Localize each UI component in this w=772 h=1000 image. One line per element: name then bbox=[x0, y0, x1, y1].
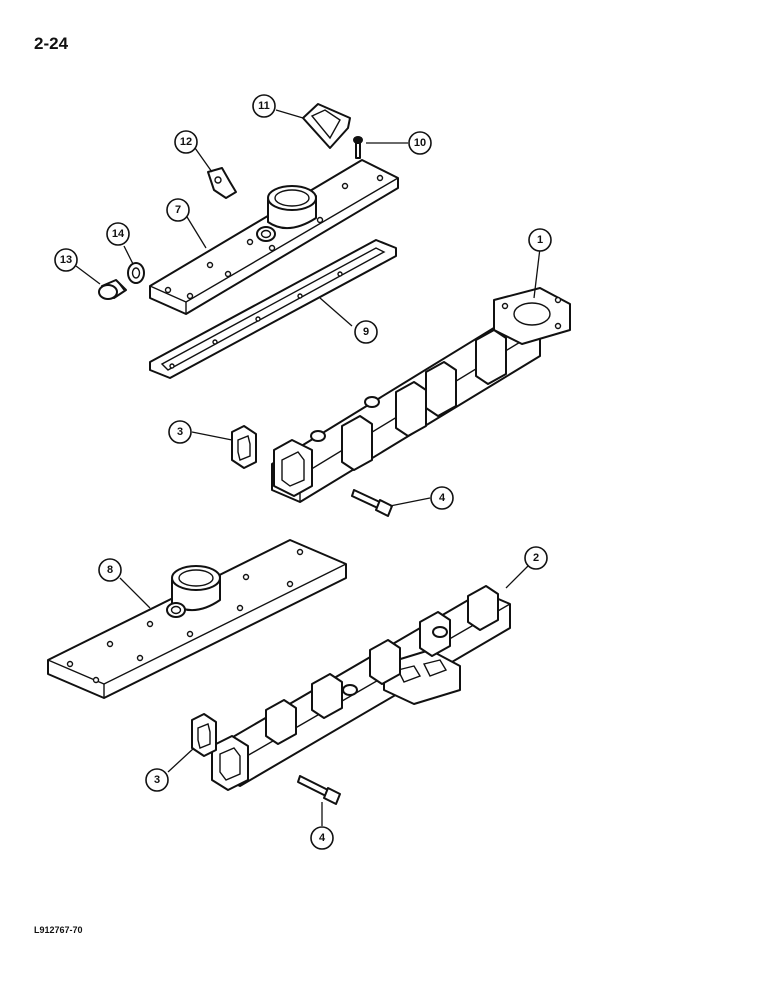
svg-text:2: 2 bbox=[533, 552, 539, 564]
part-12-clip bbox=[207, 167, 237, 199]
svg-text:13: 13 bbox=[60, 254, 72, 266]
part-2-exhaust-manifold bbox=[211, 585, 511, 791]
svg-text:7: 7 bbox=[175, 204, 181, 216]
callout-11: 11 bbox=[252, 94, 276, 118]
svg-text:3: 3 bbox=[177, 426, 183, 438]
callout-8: 8 bbox=[98, 558, 122, 582]
part-11-bracket bbox=[302, 103, 351, 149]
part-10-screw bbox=[353, 136, 363, 159]
svg-text:12: 12 bbox=[180, 136, 192, 148]
svg-text:10: 10 bbox=[414, 137, 426, 149]
svg-text:1: 1 bbox=[537, 234, 543, 246]
callout-4-lower: 4 bbox=[310, 826, 334, 850]
callout-3-lower: 3 bbox=[145, 768, 169, 792]
part-9-gasket bbox=[149, 239, 397, 379]
part-1-exhaust-manifold bbox=[271, 287, 571, 503]
callout-3-upper: 3 bbox=[168, 420, 192, 444]
part-4-bolt-upper bbox=[351, 489, 393, 517]
part-4-bolt-lower bbox=[297, 775, 341, 805]
callout-7: 7 bbox=[166, 198, 190, 222]
svg-text:11: 11 bbox=[258, 100, 270, 112]
callout-4-upper: 4 bbox=[430, 486, 454, 510]
part-13-plug bbox=[98, 279, 127, 300]
part-3-flange-gasket-upper bbox=[231, 425, 257, 469]
svg-text:9: 9 bbox=[363, 326, 369, 338]
svg-text:8: 8 bbox=[107, 564, 113, 576]
svg-text:14: 14 bbox=[112, 228, 125, 240]
figure-id: L912767-70 bbox=[34, 925, 83, 935]
svg-text:3: 3 bbox=[154, 774, 160, 786]
part-7-cover-plate bbox=[149, 159, 399, 315]
callout-14: 14 bbox=[106, 222, 130, 246]
part-14-washer bbox=[127, 262, 145, 284]
callout-1: 1 bbox=[528, 228, 552, 252]
leader-lines bbox=[75, 109, 541, 826]
svg-text:4: 4 bbox=[439, 492, 446, 504]
part-3-flange-gasket-lower bbox=[191, 713, 217, 757]
svg-text:4: 4 bbox=[319, 832, 326, 844]
callout-9: 9 bbox=[354, 320, 378, 344]
callout-10: 10 bbox=[408, 131, 432, 155]
callout-2: 2 bbox=[524, 546, 548, 570]
callout-13: 13 bbox=[54, 248, 78, 272]
callout-12: 12 bbox=[174, 130, 198, 154]
part-8-cover-plate bbox=[47, 539, 347, 699]
page-number: 2-24 bbox=[34, 34, 69, 53]
